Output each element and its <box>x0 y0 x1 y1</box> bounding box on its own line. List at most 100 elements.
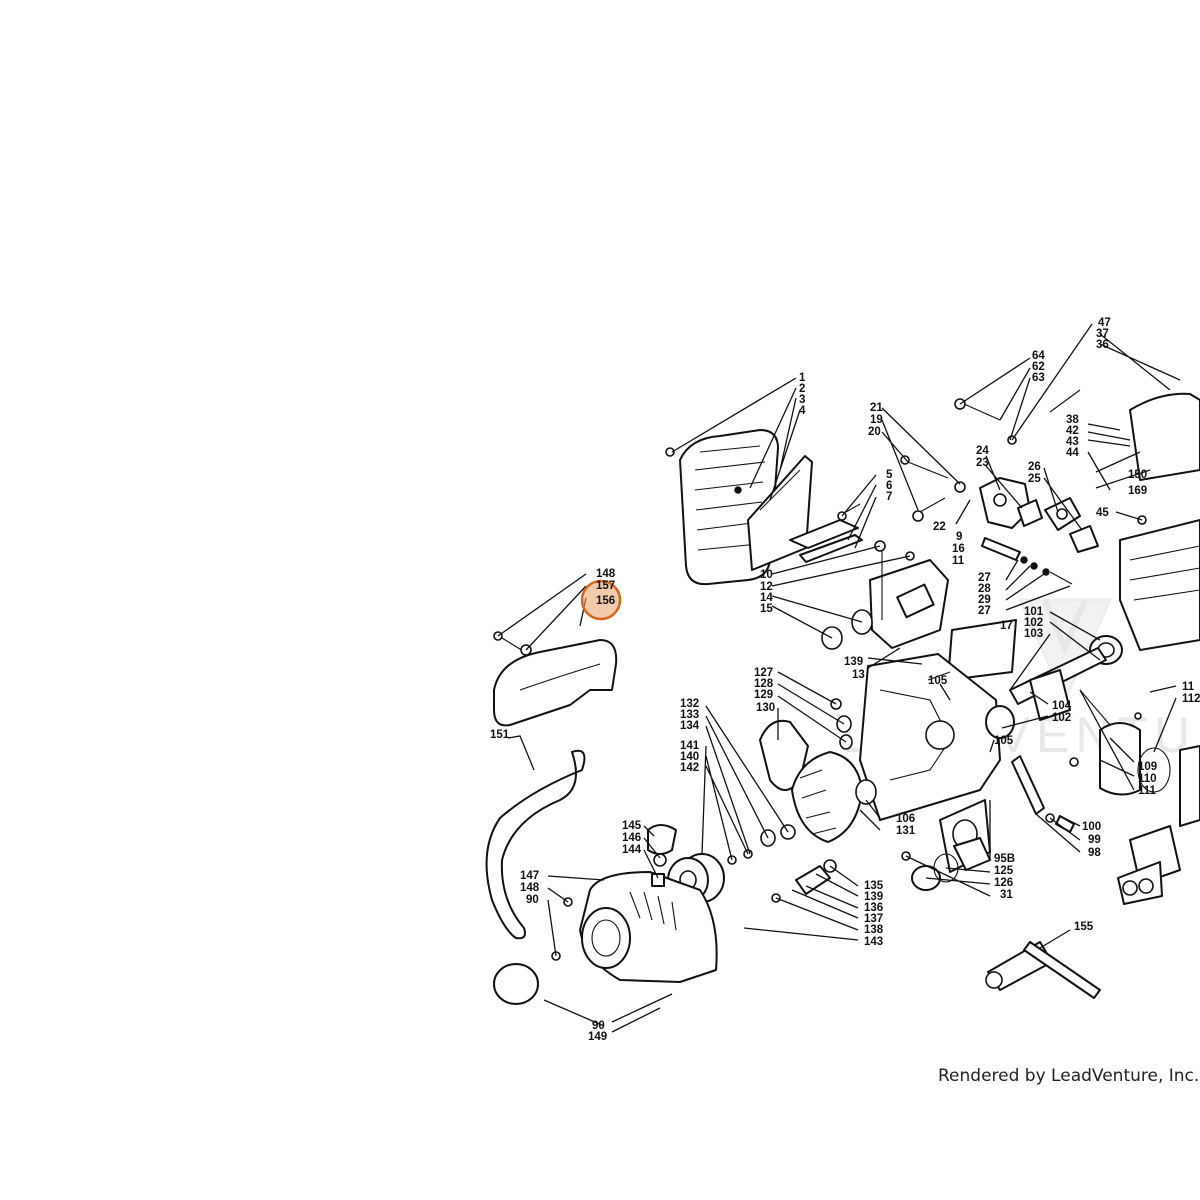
callout-label: 13 <box>852 669 865 681</box>
callout-label: 21 <box>870 402 883 414</box>
callout-label: 105 <box>994 735 1014 747</box>
callout-label: 98 <box>1088 847 1101 859</box>
callout-label: 45 <box>1096 507 1109 519</box>
callout-label: 5 <box>886 469 893 481</box>
callout-label: 135 <box>864 880 884 892</box>
callout-label: 15 <box>760 603 773 615</box>
callout-label: 26 <box>1028 461 1041 473</box>
callout-label: 144 <box>622 844 642 856</box>
callout-label: 23 <box>976 457 989 469</box>
callout-label: 140 <box>680 751 699 763</box>
callout-labels: 1 2 3 4 5 6 7 9 16 11 10 12 14 15 139 13… <box>490 317 1200 1043</box>
callout-label: 42 <box>1066 425 1079 437</box>
callout-label: 136 <box>864 902 883 914</box>
callout-label: 145 <box>622 820 642 832</box>
callout-label: 103 <box>1024 628 1043 640</box>
callout-label: 62 <box>1032 361 1045 373</box>
callout-label: 111 <box>1138 785 1157 797</box>
callout-label: 9 <box>956 531 962 543</box>
callout-label: 139 <box>864 891 883 903</box>
cap-part <box>493 963 539 1005</box>
callout-label: 19 <box>870 414 883 426</box>
callout-label: 7 <box>886 491 892 503</box>
callout-label: 132 <box>680 698 699 710</box>
callout-label: 20 <box>868 426 881 438</box>
callout-label: 148 <box>596 568 616 580</box>
callout-label: 37 <box>1096 328 1109 340</box>
callout-label: 150 <box>1128 469 1147 481</box>
callout-label: 129 <box>754 689 773 701</box>
callout-label: 134 <box>680 720 700 732</box>
carb-needles-part <box>981 537 1073 585</box>
callout-label: 104 <box>1052 700 1072 712</box>
starter-housing-part <box>551 871 718 983</box>
callout-label: 112 <box>1182 693 1200 705</box>
callout-label: 133 <box>680 709 699 721</box>
leader-lines <box>497 323 1181 1033</box>
callout-label: 12 <box>760 581 773 593</box>
callout-label: 90 <box>592 1020 605 1032</box>
callout-label: 139 <box>844 656 863 668</box>
callout-label: 125 <box>994 865 1014 877</box>
muffler-cover-part <box>493 631 618 727</box>
callout-label: 64 <box>1032 350 1045 362</box>
callout-label: 101 <box>1024 606 1044 618</box>
callout-label: 11 <box>1182 681 1195 693</box>
callout-label: 126 <box>994 877 1013 889</box>
callout-label: 63 <box>1032 372 1045 384</box>
air-filter-part <box>665 429 863 586</box>
callout-label: 31 <box>1000 889 1013 901</box>
callout-label: 146 <box>622 832 641 844</box>
callout-label: 149 <box>588 1031 607 1043</box>
starter-grip-part <box>647 824 677 887</box>
callout-label: 43 <box>1066 436 1079 448</box>
callout-label: 138 <box>864 924 884 936</box>
callout-label: 105 <box>928 675 948 687</box>
callout-label: 6 <box>886 480 892 492</box>
callout-label: 106 <box>896 813 915 825</box>
callout-label: 29 <box>978 594 991 606</box>
callout-label: 169 <box>1128 485 1147 497</box>
callout-label: 148 <box>520 882 540 894</box>
callout-label: 109 <box>1138 761 1157 773</box>
callout-label: 22 <box>933 521 946 533</box>
callout-label: 27 <box>978 572 991 584</box>
callout-label: 142 <box>680 762 699 774</box>
callout-label: 17 <box>1000 620 1013 632</box>
crankshaft-part <box>985 635 1141 761</box>
flywheel-part <box>759 719 877 843</box>
callout-label: 157 <box>596 580 615 592</box>
callout-label: 131 <box>896 825 916 837</box>
callout-label: 16 <box>952 543 965 555</box>
callout-label: 95B <box>994 853 1015 865</box>
callout-label: 14 <box>760 592 773 604</box>
callout-label: 44 <box>1066 447 1079 459</box>
callout-label: 47 <box>1098 317 1111 329</box>
callout-label: 151 <box>490 729 510 741</box>
callout-label: 102 <box>1052 712 1071 724</box>
cylinder-part <box>954 389 1200 905</box>
callout-label: 38 <box>1066 414 1079 426</box>
render-credit: Rendered by LeadVenture, Inc. <box>938 1066 1200 1086</box>
callout-label: 143 <box>864 936 883 948</box>
callout-label: 2 <box>799 383 805 395</box>
callout-label: 102 <box>1024 617 1043 629</box>
callout-label: 1 <box>799 372 806 384</box>
callout-label: 156 <box>596 595 615 607</box>
callout-label: 100 <box>1082 821 1101 833</box>
callout-label: 130 <box>756 702 775 714</box>
callout-label: 10 <box>760 569 773 581</box>
intake-manifold-part <box>821 540 949 669</box>
callout-label: 24 <box>976 445 989 457</box>
exhaust-pipe-part <box>485 749 586 940</box>
callout-label: 110 <box>1138 773 1157 785</box>
bolts-5-7 <box>837 455 966 522</box>
callout-label: 128 <box>754 678 774 690</box>
callout-label: 147 <box>520 870 539 882</box>
callout-label: 36 <box>1096 339 1109 351</box>
callout-label: 28 <box>978 583 991 595</box>
tool-part <box>985 941 1101 999</box>
callout-label: 25 <box>1028 473 1041 485</box>
